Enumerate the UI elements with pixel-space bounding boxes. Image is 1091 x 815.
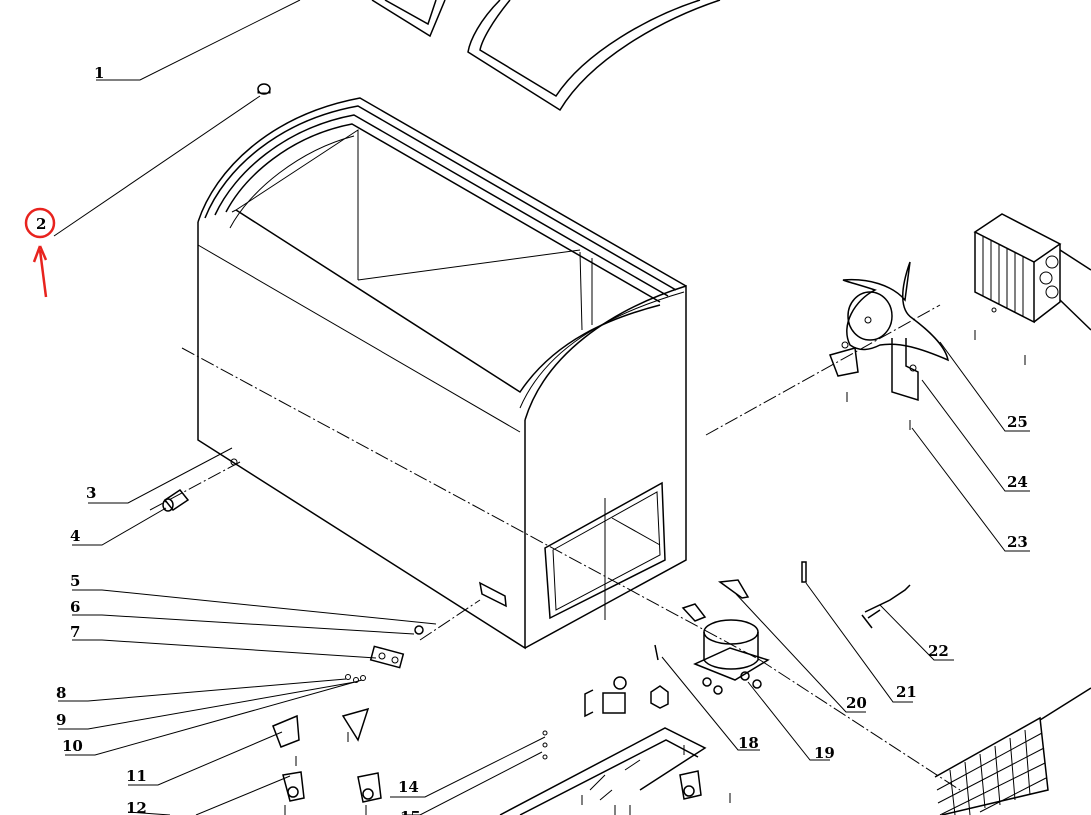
callout-21: 21 (896, 683, 917, 701)
callout-labels: 1 2 3 4 5 6 7 8 9 10 11 12 14 15 18 19 2… (36, 64, 1028, 815)
controls-axis-line (419, 599, 481, 641)
callout-4: 4 (70, 527, 80, 545)
highlight-arrow (38, 249, 48, 298)
highlight-arrow-head (32, 245, 48, 263)
callout-25: 25 (1007, 413, 1028, 431)
glass-lids (371, 0, 721, 112)
condenser-fan (829, 261, 950, 402)
screws (284, 307, 1026, 815)
callout-5: 5 (70, 572, 80, 590)
lock-knob-part (257, 83, 271, 95)
wire-rack (934, 687, 1091, 815)
callout-7: 7 (70, 623, 80, 641)
callout-2: 2 (36, 215, 46, 233)
callout-10: 10 (62, 737, 83, 755)
axis-line-2 (759, 659, 961, 791)
callout-6: 6 (70, 598, 80, 616)
highlight-marker (24, 207, 56, 298)
callout-11: 11 (126, 767, 147, 785)
callout-23: 23 (1007, 533, 1028, 551)
knob-axis-line (149, 461, 241, 511)
callout-9: 9 (56, 711, 66, 729)
callout-3: 3 (86, 484, 96, 502)
leader-lines (53, 0, 1030, 815)
fan-axis-line (705, 304, 941, 436)
power-cord (801, 561, 911, 629)
caster-brackets (272, 707, 702, 803)
callout-14: 14 (398, 778, 419, 796)
base-frame (499, 727, 707, 815)
handle-part (162, 458, 238, 512)
callout-22: 22 (928, 642, 949, 660)
callout-1: 1 (94, 64, 104, 82)
condenser-coil (973, 213, 1091, 331)
cabinet (197, 97, 687, 650)
switch-parts (345, 625, 424, 683)
callout-8: 8 (56, 684, 66, 702)
compressor (654, 579, 770, 695)
callout-12: 12 (126, 799, 147, 815)
callout-18: 18 (738, 734, 759, 752)
callout-19: 19 (814, 744, 835, 762)
capacitor-relay-parts (584, 676, 669, 718)
callout-24: 24 (1007, 473, 1028, 491)
highlight-circle (24, 207, 56, 239)
callout-20: 20 (846, 694, 867, 712)
callout-15: 15 (400, 808, 421, 815)
